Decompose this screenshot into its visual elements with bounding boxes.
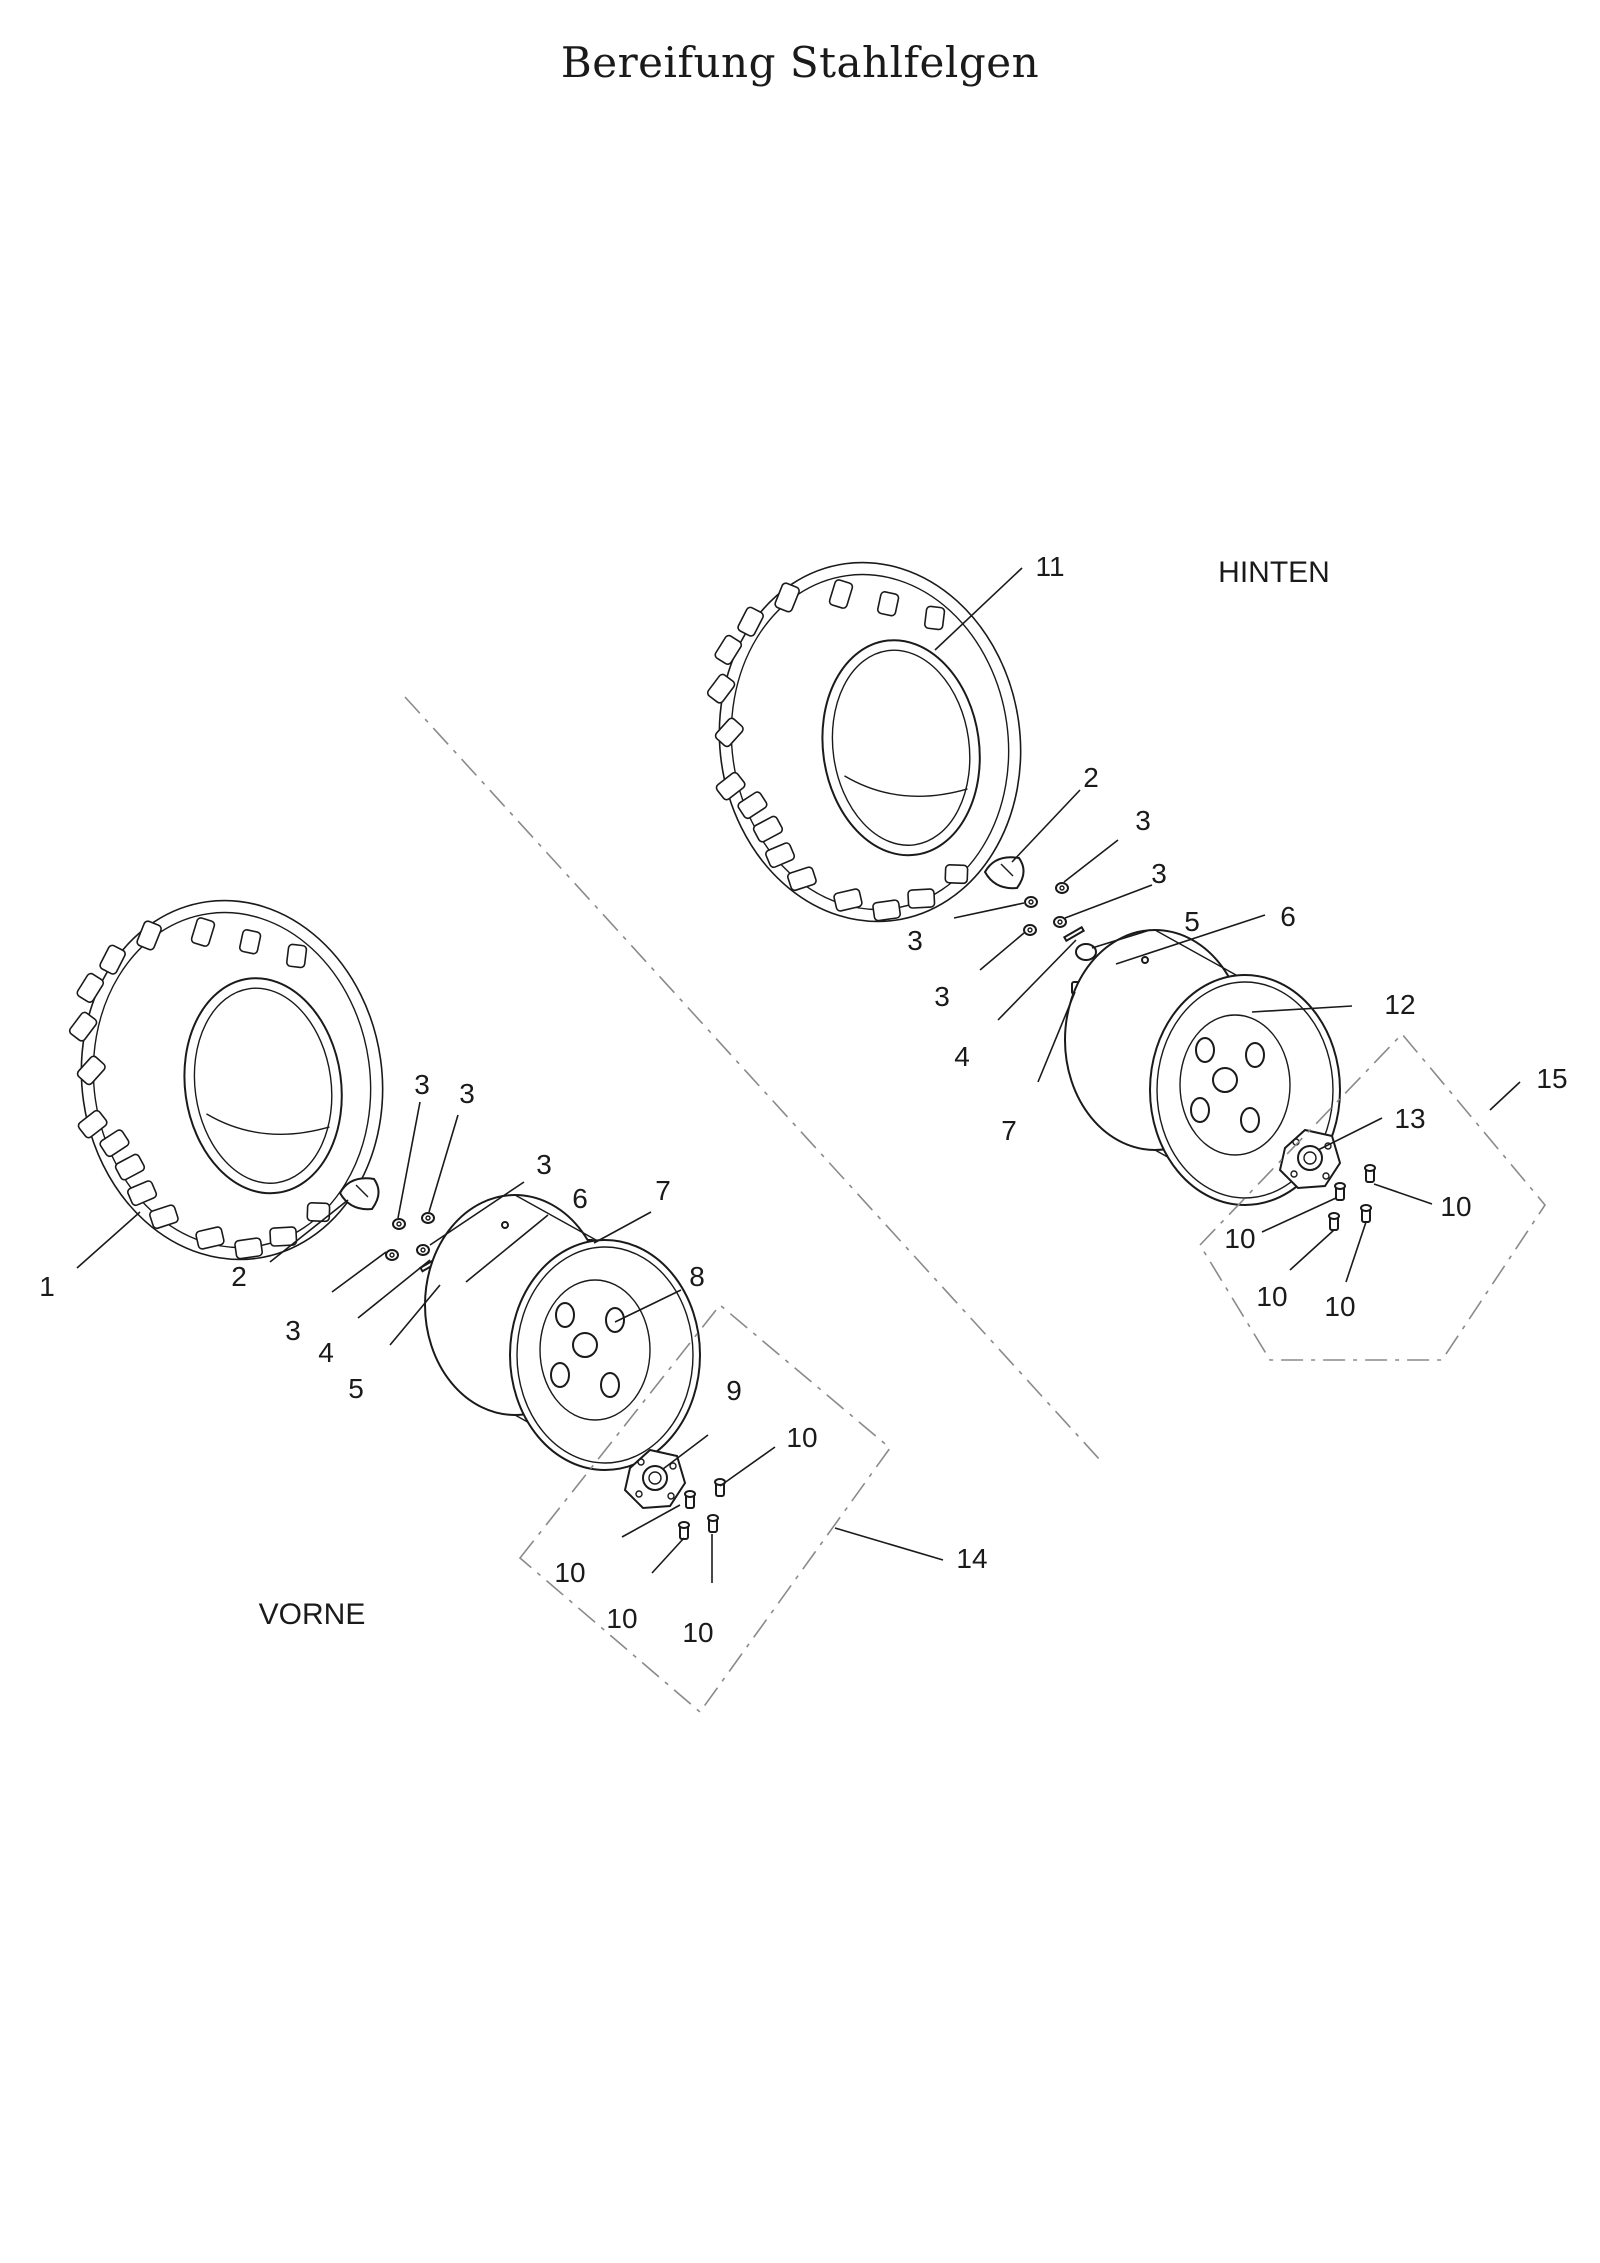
front-tire [47,879,407,1282]
rear-bolt-d [1360,1204,1372,1223]
callout-rear-o-ring: 6 [1280,901,1296,932]
callout-rear-assembly: 15 [1536,1063,1567,1094]
front-rim [424,1194,701,1471]
callout-front-nut-a: 3 [414,1069,430,1100]
callout-front-valve-cap: 2 [231,1261,247,1292]
rear-nut-c [1053,916,1067,928]
front-bolt-d [707,1514,719,1533]
callout-front-hub: 9 [726,1375,742,1406]
callout-rear-nut-c: 3 [907,925,923,956]
callout-front-rim: 8 [689,1261,705,1292]
callout-front-tire: 1 [39,1271,55,1302]
callout-front-bolt-d: 10 [682,1617,713,1648]
callout-rear-rim: 12 [1384,989,1415,1020]
callout-front-washer: 4 [318,1337,334,1368]
callout-front-bolt-c: 10 [606,1603,637,1634]
callout-front-bolt-b: 10 [554,1557,585,1588]
callout-rear-nut-a: 3 [1135,805,1151,836]
page-title: Bereifung Stahlfelgen [560,38,1040,87]
callout-front-valve: 7 [655,1175,671,1206]
callout-front-nut-b: 3 [459,1078,475,1109]
callout-front-nut-c: 3 [536,1149,552,1180]
callout-front-nut-d: 3 [285,1315,301,1346]
rear-valve-cap [984,856,1025,890]
rear-bolt-b [1334,1182,1346,1201]
callout-rear-nut-b: 3 [1151,858,1167,889]
rear-bolt-c [1328,1212,1340,1231]
callout-rear-bolt-c: 10 [1256,1281,1287,1312]
callout-rear-hub: 13 [1394,1103,1425,1134]
rear-nut-a [1024,896,1038,908]
callout-rear-valve: 7 [1001,1115,1017,1146]
rear-bolt-a [1364,1164,1376,1183]
rear-nut-b [1055,882,1069,894]
callout-rear-washer: 4 [954,1041,970,1072]
rear-assembly-outline [1198,1032,1546,1361]
callout-rear-nut-d: 3 [934,981,950,1012]
callout-rear-bolt-b: 10 [1224,1223,1255,1254]
callout-front-hub-nut: 5 [348,1373,364,1404]
front-assembly-outline [518,1303,892,1714]
front-nut-b [421,1212,435,1224]
rear-washer [1062,925,1086,943]
section-divider [404,696,1101,1461]
callout-rear-tire: 11 [1035,551,1064,582]
callout-rear-bolt-a: 10 [1440,1191,1471,1222]
rear-leader-lines [934,567,1521,1283]
section-label-front: VORNE [259,1598,366,1631]
front-bolt-c [678,1521,690,1540]
front-nut-d [385,1249,399,1261]
callout-front-o-ring: 6 [572,1183,588,1214]
rear-hub-nut [1075,943,1097,961]
section-label-rear: HINTEN [1218,556,1330,589]
front-bolt-b [684,1490,696,1509]
front-bolt-a [714,1478,726,1497]
callout-rear-bolt-d: 10 [1324,1291,1355,1322]
rear-tire [685,541,1045,944]
callout-front-assembly: 14 [956,1543,987,1574]
rear-nut-d [1023,924,1037,936]
callout-rear-hub-nut: 5 [1184,906,1200,937]
front-nut-c [416,1244,430,1256]
callout-front-bolt-a: 10 [786,1422,817,1453]
front-nut-a [392,1218,406,1230]
front-leader-lines [76,1101,944,1583]
callout-rear-valve-cap: 2 [1083,762,1099,793]
